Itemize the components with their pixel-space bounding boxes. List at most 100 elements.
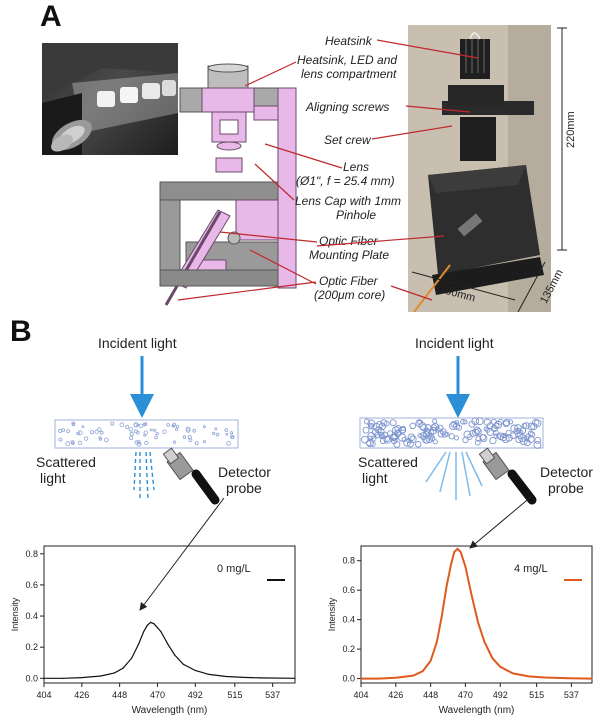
scatter-particle (182, 435, 187, 439)
scatter-particle (98, 437, 102, 441)
legend-label: 4 mg/L (514, 563, 548, 575)
scatter-particle (58, 437, 63, 442)
scatter-particle (409, 435, 417, 444)
scatter-particle (171, 424, 175, 428)
scatter-particle (449, 422, 457, 430)
y-tick-label: 0.8 (25, 549, 38, 559)
data-point (464, 566, 466, 568)
y-tick-label: 0.2 (342, 644, 355, 654)
x-tick-label: 404 (36, 690, 51, 700)
scatter-particle (383, 420, 390, 427)
y-tick-label: 0.0 (25, 673, 38, 683)
y-tick-label: 0.2 (25, 642, 38, 652)
scatter-particle (377, 428, 385, 436)
scatter-particle (380, 419, 388, 427)
scatter-particle (432, 439, 438, 445)
x-tick-label: 492 (493, 690, 508, 700)
scatter-particle (379, 437, 387, 445)
x-tick-label: 404 (353, 690, 368, 700)
scatter-particle (499, 433, 508, 442)
data-point (430, 660, 432, 662)
right-detector-probe (478, 447, 537, 505)
scatter-particle (474, 428, 482, 436)
dimension-height: 220mm (565, 111, 577, 148)
scatter-particle (144, 440, 149, 446)
scatter-particle (425, 435, 434, 444)
scatter-particle (493, 433, 499, 439)
scatter-particle (155, 432, 159, 436)
scatter-particle (110, 421, 115, 426)
scatter-particle (429, 435, 436, 442)
scatter-particle (98, 436, 102, 440)
label-mount-line2: Mounting Plate (309, 248, 390, 262)
data-point (543, 676, 546, 679)
scatter-particle (77, 430, 83, 436)
left-scatter-particles (58, 421, 235, 447)
scatter-particle (398, 433, 407, 442)
scatter-particle (422, 431, 430, 439)
scatter-particle (378, 431, 385, 439)
scatter-particle (418, 422, 427, 430)
right-scattered-label-line2: light (362, 470, 388, 486)
scatter-particle (362, 426, 370, 434)
x-axis-label: Wavelength (nm) (132, 705, 208, 716)
scatter-particle (128, 427, 134, 432)
series-line (44, 621, 296, 679)
left-detector-label-line2: probe (226, 480, 262, 496)
data-point (445, 586, 447, 588)
data-point (143, 631, 145, 633)
label-lens-line1: Lens (343, 160, 370, 174)
scatter-particle (493, 422, 500, 430)
data-point (138, 643, 140, 645)
data-point (377, 678, 379, 680)
data-point (512, 672, 514, 674)
data-point (43, 677, 45, 679)
data-point (395, 677, 397, 679)
scatter-particle (383, 435, 390, 443)
data-point (146, 624, 148, 626)
x-tick-label: 492 (188, 690, 203, 700)
scatter-particle (503, 418, 511, 427)
scatter-particle (186, 428, 191, 433)
scatter-particle (226, 441, 231, 446)
left-detector-label-line1: Detector (218, 464, 271, 480)
series-line (361, 547, 593, 680)
scatter-particle (501, 435, 510, 444)
scatter-particle (166, 423, 171, 427)
scatter-particle (372, 422, 381, 431)
x-tick-label: 448 (423, 690, 438, 700)
scatter-particle (522, 422, 530, 430)
right-detector-label-line1: Detector (540, 464, 593, 480)
data-point (528, 675, 530, 677)
data-point (294, 677, 296, 679)
scatter-particle (202, 425, 206, 429)
scatter-particle (510, 424, 519, 433)
scatter-particle (393, 440, 401, 448)
data-point (167, 643, 169, 645)
scatter-particle (389, 433, 398, 442)
scatter-particle (534, 436, 542, 444)
scatter-particle (409, 422, 416, 430)
right-scatter-particles (361, 417, 542, 449)
x-tick-label: 537 (564, 690, 579, 700)
label-compartment-line1: Heatsink, LED and (297, 53, 398, 67)
scatter-particle (129, 431, 134, 437)
device-photo-drawing (408, 25, 551, 312)
scatter-particle (489, 436, 497, 445)
x-tick-label: 515 (227, 690, 242, 700)
scatter-particle (142, 422, 147, 427)
plot-frame (43, 545, 296, 684)
data-point (100, 675, 102, 677)
scatter-particle (494, 420, 503, 429)
scatter-particle (475, 417, 484, 426)
scatter-particle (153, 428, 157, 432)
y-tick-label: 0.0 (342, 674, 355, 684)
data-point (242, 676, 244, 678)
data-point (471, 595, 473, 597)
scatter-particle (389, 419, 397, 427)
scatter-particle (395, 429, 402, 436)
data-point (113, 672, 116, 674)
scatter-particle (468, 420, 476, 428)
data-point (174, 654, 176, 656)
x-tick-label: 426 (74, 690, 89, 700)
